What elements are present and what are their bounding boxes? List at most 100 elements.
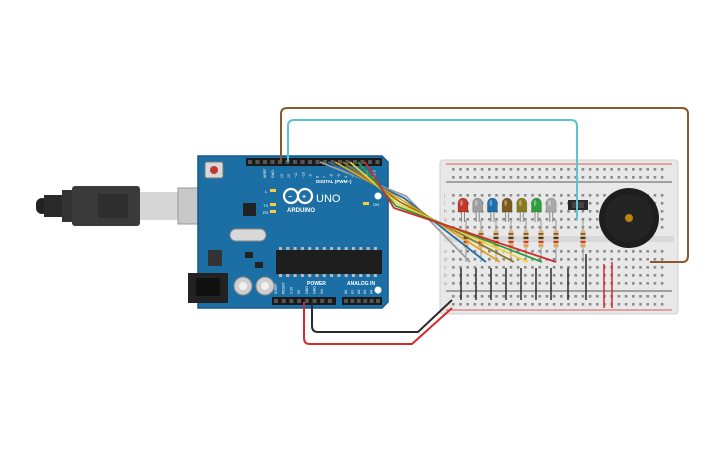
- breadboard-hole[interactable]: [488, 226, 491, 229]
- header-hole[interactable]: [323, 160, 327, 164]
- breadboard-hole[interactable]: [452, 266, 455, 269]
- breadboard-hole[interactable]: [488, 274, 491, 277]
- breadboard-hole[interactable]: [509, 218, 513, 221]
- breadboard-hole[interactable]: [639, 168, 642, 171]
- breadboard-hole[interactable]: [617, 176, 621, 179]
- breadboard-hole[interactable]: [516, 250, 520, 253]
- breadboard-hole[interactable]: [574, 295, 577, 298]
- breadboard-hole[interactable]: [545, 282, 549, 285]
- breadboard-hole[interactable]: [466, 168, 469, 171]
- breadboard-hole[interactable]: [531, 250, 534, 253]
- breadboard-hole[interactable]: [516, 274, 520, 277]
- breadboard-hole[interactable]: [459, 194, 462, 197]
- breadboard-hole[interactable]: [452, 258, 455, 261]
- breadboard-hole[interactable]: [581, 194, 585, 197]
- breadboard-hole[interactable]: [617, 274, 621, 277]
- breadboard-hole[interactable]: [567, 176, 570, 179]
- breadboard-hole[interactable]: [560, 210, 563, 213]
- breadboard-hole[interactable]: [495, 168, 498, 171]
- breadboard-hole[interactable]: [617, 282, 621, 285]
- breadboard-hole[interactable]: [617, 266, 621, 269]
- breadboard-hole[interactable]: [516, 295, 520, 298]
- breadboard-hole[interactable]: [596, 218, 599, 221]
- breadboard-hole[interactable]: [524, 282, 527, 285]
- breadboard-hole[interactable]: [516, 282, 520, 285]
- breadboard-hole[interactable]: [466, 274, 469, 277]
- breadboard-hole[interactable]: [502, 226, 505, 229]
- breadboard-hole[interactable]: [581, 176, 585, 179]
- breadboard-hole[interactable]: [581, 168, 585, 171]
- header-hole[interactable]: [368, 160, 372, 164]
- breadboard-hole[interactable]: [552, 250, 556, 253]
- breadboard-hole[interactable]: [574, 250, 577, 253]
- breadboard-hole[interactable]: [603, 176, 606, 179]
- breadboard-hole[interactable]: [502, 274, 505, 277]
- breadboard-hole[interactable]: [610, 176, 613, 179]
- breadboard-hole[interactable]: [660, 266, 664, 269]
- breadboard-hole[interactable]: [473, 250, 477, 253]
- breadboard-hole[interactable]: [660, 194, 664, 197]
- breadboard-hole[interactable]: [560, 218, 563, 221]
- breadboard-hole[interactable]: [552, 274, 556, 277]
- breadboard-hole[interactable]: [660, 282, 664, 285]
- breadboard-hole[interactable]: [488, 168, 491, 171]
- breadboard-hole[interactable]: [480, 218, 484, 221]
- breadboard-hole[interactable]: [552, 266, 556, 269]
- breadboard-hole[interactable]: [531, 266, 534, 269]
- header-hole[interactable]: [308, 160, 312, 164]
- breadboard-hole[interactable]: [660, 218, 664, 221]
- header-hole[interactable]: [248, 160, 252, 164]
- breadboard-hole[interactable]: [624, 176, 628, 179]
- breadboard-hole[interactable]: [596, 258, 599, 261]
- breadboard-hole[interactable]: [581, 274, 585, 277]
- header-hole[interactable]: [320, 299, 325, 303]
- breadboard-hole[interactable]: [538, 258, 541, 261]
- header-hole[interactable]: [376, 299, 380, 303]
- breadboard-hole[interactable]: [588, 258, 592, 261]
- breadboard-hole[interactable]: [560, 274, 563, 277]
- breadboard-hole[interactable]: [509, 295, 513, 298]
- breadboard-hole[interactable]: [567, 194, 570, 197]
- breadboard-hole[interactable]: [459, 218, 462, 221]
- breadboard-hole[interactable]: [603, 194, 606, 197]
- breadboard-hole[interactable]: [495, 282, 498, 285]
- breadboard-hole[interactable]: [466, 282, 469, 285]
- breadboard-hole[interactable]: [588, 210, 592, 213]
- breadboard-hole[interactable]: [653, 258, 657, 261]
- breadboard-hole[interactable]: [488, 282, 491, 285]
- breadboard-hole[interactable]: [610, 168, 613, 171]
- breadboard-hole[interactable]: [581, 303, 585, 306]
- breadboard-hole[interactable]: [538, 303, 541, 306]
- breadboard-hole[interactable]: [473, 274, 477, 277]
- breadboard-hole[interactable]: [653, 168, 657, 171]
- breadboard-hole[interactable]: [624, 168, 628, 171]
- breadboard-hole[interactable]: [473, 295, 477, 298]
- breadboard-hole[interactable]: [524, 303, 527, 306]
- breadboard-hole[interactable]: [574, 274, 577, 277]
- breadboard-hole[interactable]: [632, 274, 635, 277]
- breadboard-hole[interactable]: [581, 282, 585, 285]
- breadboard-hole[interactable]: [660, 274, 664, 277]
- breadboard-hole[interactable]: [509, 303, 513, 306]
- header-hole[interactable]: [312, 299, 317, 303]
- breadboard-hole[interactable]: [545, 176, 549, 179]
- breadboard-hole[interactable]: [596, 250, 599, 253]
- breadboard-hole[interactable]: [452, 250, 455, 253]
- breadboard-hole[interactable]: [473, 282, 477, 285]
- header-hole[interactable]: [345, 160, 350, 164]
- breadboard-hole[interactable]: [524, 295, 527, 298]
- breadboard-hole[interactable]: [574, 210, 577, 213]
- breadboard-hole[interactable]: [545, 168, 549, 171]
- breadboard-hole[interactable]: [473, 168, 477, 171]
- breadboard-hole[interactable]: [545, 303, 549, 306]
- breadboard-hole[interactable]: [495, 274, 498, 277]
- breadboard-hole[interactable]: [531, 295, 534, 298]
- breadboard-hole[interactable]: [552, 303, 556, 306]
- breadboard-hole[interactable]: [567, 210, 570, 213]
- header-hole[interactable]: [363, 299, 368, 303]
- breadboard-hole[interactable]: [488, 258, 491, 261]
- breadboard-hole[interactable]: [560, 176, 563, 179]
- breadboard-hole[interactable]: [588, 202, 592, 205]
- breadboard-hole[interactable]: [545, 194, 549, 197]
- breadboard-hole[interactable]: [588, 218, 592, 221]
